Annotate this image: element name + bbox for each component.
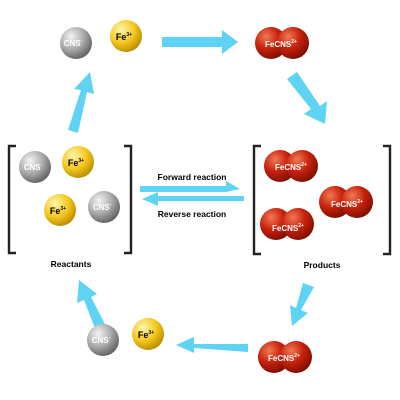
- reactants-bracket: [7, 144, 133, 255]
- forward-reaction-label: Forward reaction: [158, 172, 227, 182]
- svg-text:Fe3+: Fe3+: [116, 32, 132, 42]
- fecns-complex-product-1: FeCNS2+: [264, 150, 318, 182]
- fe-ion-reactant-2: Fe3+: [44, 194, 76, 226]
- products-bracket: [252, 144, 392, 256]
- svg-text:FeCNS2+: FeCNS2+: [268, 353, 300, 363]
- arrow-left-top: [68, 72, 94, 133]
- cns-ion-reactant-1: CNS-: [19, 151, 51, 183]
- arrow-left-up: [77, 280, 106, 331]
- arrow-bottom: [176, 337, 248, 353]
- svg-text:FeCNS2+: FeCNS2+: [272, 223, 304, 233]
- arrow-top: [162, 30, 238, 54]
- svg-text:Fe3+: Fe3+: [138, 330, 154, 340]
- svg-text:FeCNS2+: FeCNS2+: [331, 199, 363, 209]
- reverse-reaction-arrow: [142, 192, 244, 206]
- forward-reaction-arrow: [140, 181, 240, 192]
- svg-text:Fe3+: Fe3+: [50, 206, 66, 216]
- svg-text:CNS-: CNS-: [92, 335, 111, 345]
- fe-ion-bottom: Fe3+: [132, 318, 164, 350]
- cns-ion-reactant-2: CNS-: [88, 191, 120, 223]
- svg-text:Fe3+: Fe3+: [68, 158, 84, 168]
- fe-ion-top: Fe3+: [110, 20, 142, 52]
- svg-text:FeCNS2+: FeCNS2+: [275, 162, 307, 172]
- reverse-reaction-label: Reverse reaction: [158, 209, 227, 219]
- fecns-complex-bottom: FeCNS2+: [258, 341, 312, 373]
- arrow-left-down: [290, 283, 314, 326]
- fecns-complex-product-2: FeCNS2+: [319, 186, 373, 218]
- reactants-label: Reactants: [51, 259, 92, 269]
- svg-text:FeCNS2+: FeCNS2+: [265, 39, 297, 49]
- cns-ion-bottom: CNS-: [87, 324, 119, 356]
- svg-text:CNS-: CNS-: [24, 162, 43, 172]
- products-label: Products: [304, 260, 341, 270]
- svg-text:CNS-: CNS-: [64, 38, 83, 48]
- fecns-complex-product-3: FeCNS2+: [260, 208, 314, 240]
- arrow-right-down: [287, 72, 327, 124]
- svg-text:CNS-: CNS-: [93, 202, 112, 212]
- cns-ion-top: CNS-: [60, 27, 92, 59]
- fe-ion-reactant-1: Fe3+: [62, 146, 94, 178]
- fecns-complex-top: FeCNS2+: [255, 27, 309, 59]
